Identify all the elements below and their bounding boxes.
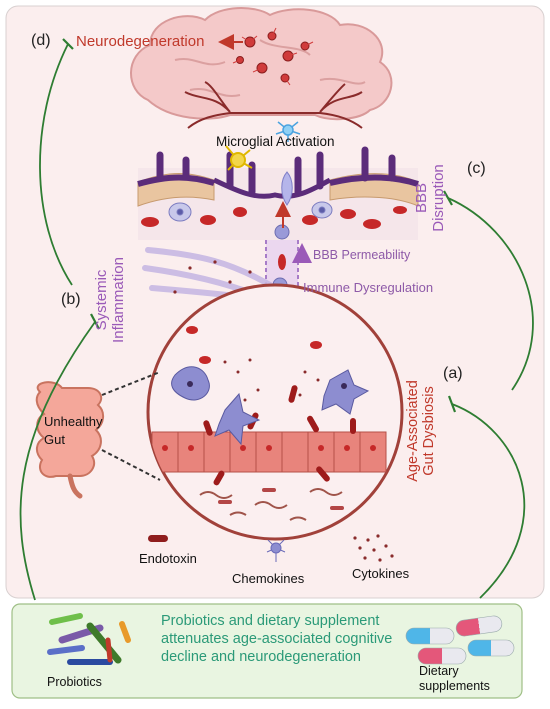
chemokines-label: Chemokines: [232, 571, 305, 586]
probiotics-label: Probiotics: [47, 675, 102, 689]
bbb-vessel: [137, 146, 419, 240]
unhealthy-gut-label: Unhealthy Gut: [44, 414, 103, 447]
cytokine-icon: [353, 534, 394, 562]
bacteria-icon: [47, 613, 131, 665]
bbb-permeability-label: BBB Permeability: [313, 248, 411, 262]
intervention-panel: [11, 603, 523, 699]
brain-icon: [130, 7, 393, 129]
marker-c: (c): [467, 160, 486, 177]
microglia-icon: [225, 121, 301, 206]
endotoxin-label: Endotoxin: [139, 551, 197, 566]
bbb-disruption-label: BBB Disruption: [413, 164, 447, 232]
marker-b: (b): [61, 291, 81, 308]
capsule-icon: [405, 615, 515, 665]
inhibition-lines: [19, 43, 534, 601]
gut-circle: [146, 283, 404, 541]
endotoxin-icon: [148, 535, 168, 542]
immune-dysregulation-label: Immune Dysregulation: [303, 280, 434, 295]
cytokines-label: Cytokines: [352, 566, 410, 581]
supplements-label: Dietary supplements: [419, 664, 490, 693]
marker-a: (a): [443, 365, 463, 382]
marker-d: (d): [31, 32, 51, 49]
neurodegeneration-label: Neurodegeneration: [76, 33, 205, 50]
gut-dysbiosis-label: Age-Associated Gut Dysbiosis: [405, 380, 437, 482]
microglial-activation-label: Microglial Activation: [216, 134, 335, 149]
intervention-text: Probiotics and dietary supplement attenu…: [161, 613, 393, 665]
chemokine-icon: [266, 539, 286, 562]
zoom-line-bottom: [101, 449, 161, 481]
intestine-icon: [35, 381, 104, 499]
systemic-inflammation-label: Systemic Inflammation: [93, 257, 127, 343]
zoom-line-top: [101, 371, 161, 396]
